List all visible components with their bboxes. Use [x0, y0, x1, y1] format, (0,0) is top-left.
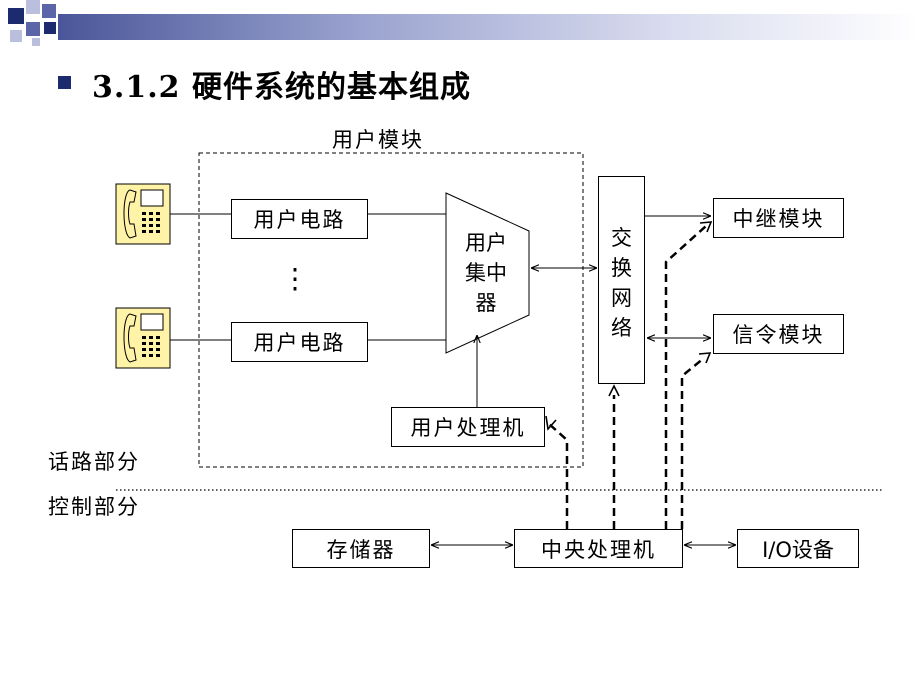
deco-square: [32, 38, 40, 46]
concentrator-label-line: 用户: [465, 231, 507, 255]
deco-square: [44, 22, 56, 34]
switch-network-char: 换: [611, 256, 632, 280]
user-module-boundary: [198, 152, 584, 468]
cpu-box: 中央处理机: [514, 529, 683, 568]
header-decoration: [0, 0, 920, 50]
cpu-to-signaling-control: [680, 357, 705, 529]
concentrator-label-line: 器: [475, 291, 497, 315]
switch-network-box: 交 换 网 络: [598, 176, 645, 384]
io-device-box: I/O设备: [737, 529, 859, 568]
header-gradient-bar: [58, 14, 920, 40]
switch-network-char: 络: [611, 316, 632, 340]
user-processor-box: 用户处理机: [391, 407, 545, 447]
voice-part-label: 话路部分: [48, 450, 140, 474]
user-concentrator-label: 用户 集中 器: [458, 228, 514, 318]
telephone-icon: [115, 307, 171, 369]
deco-square: [8, 8, 24, 24]
deco-square: [26, 0, 40, 14]
deco-square: [26, 22, 40, 36]
user-circuit-box: 用户电路: [231, 322, 368, 362]
concentrator-label-line: 集中: [465, 261, 507, 285]
title-bullet: [58, 76, 71, 89]
trunk-module-box: 中继模块: [713, 198, 844, 238]
user-concentrator-shape: [445, 192, 530, 354]
user-module-label: 用户模块: [332, 128, 424, 152]
deco-square: [42, 4, 56, 18]
switch-network-char: 网: [611, 286, 632, 310]
control-part-label: 控制部分: [48, 495, 140, 519]
user-circuit-box: 用户电路: [231, 199, 368, 239]
cpu-to-trunk-control: [664, 225, 707, 529]
cpu-to-user-processor-control: [547, 422, 569, 529]
deco-square: [10, 30, 22, 42]
switch-network-char: 交: [611, 226, 632, 250]
telephone-icon: [115, 183, 171, 245]
signaling-module-box: 信令模块: [713, 314, 844, 354]
ellipsis-vertical: ⋮: [281, 262, 311, 295]
page-title: 3.1.2 硬件系统的基本组成: [92, 70, 471, 105]
memory-box: 存储器: [292, 529, 430, 568]
